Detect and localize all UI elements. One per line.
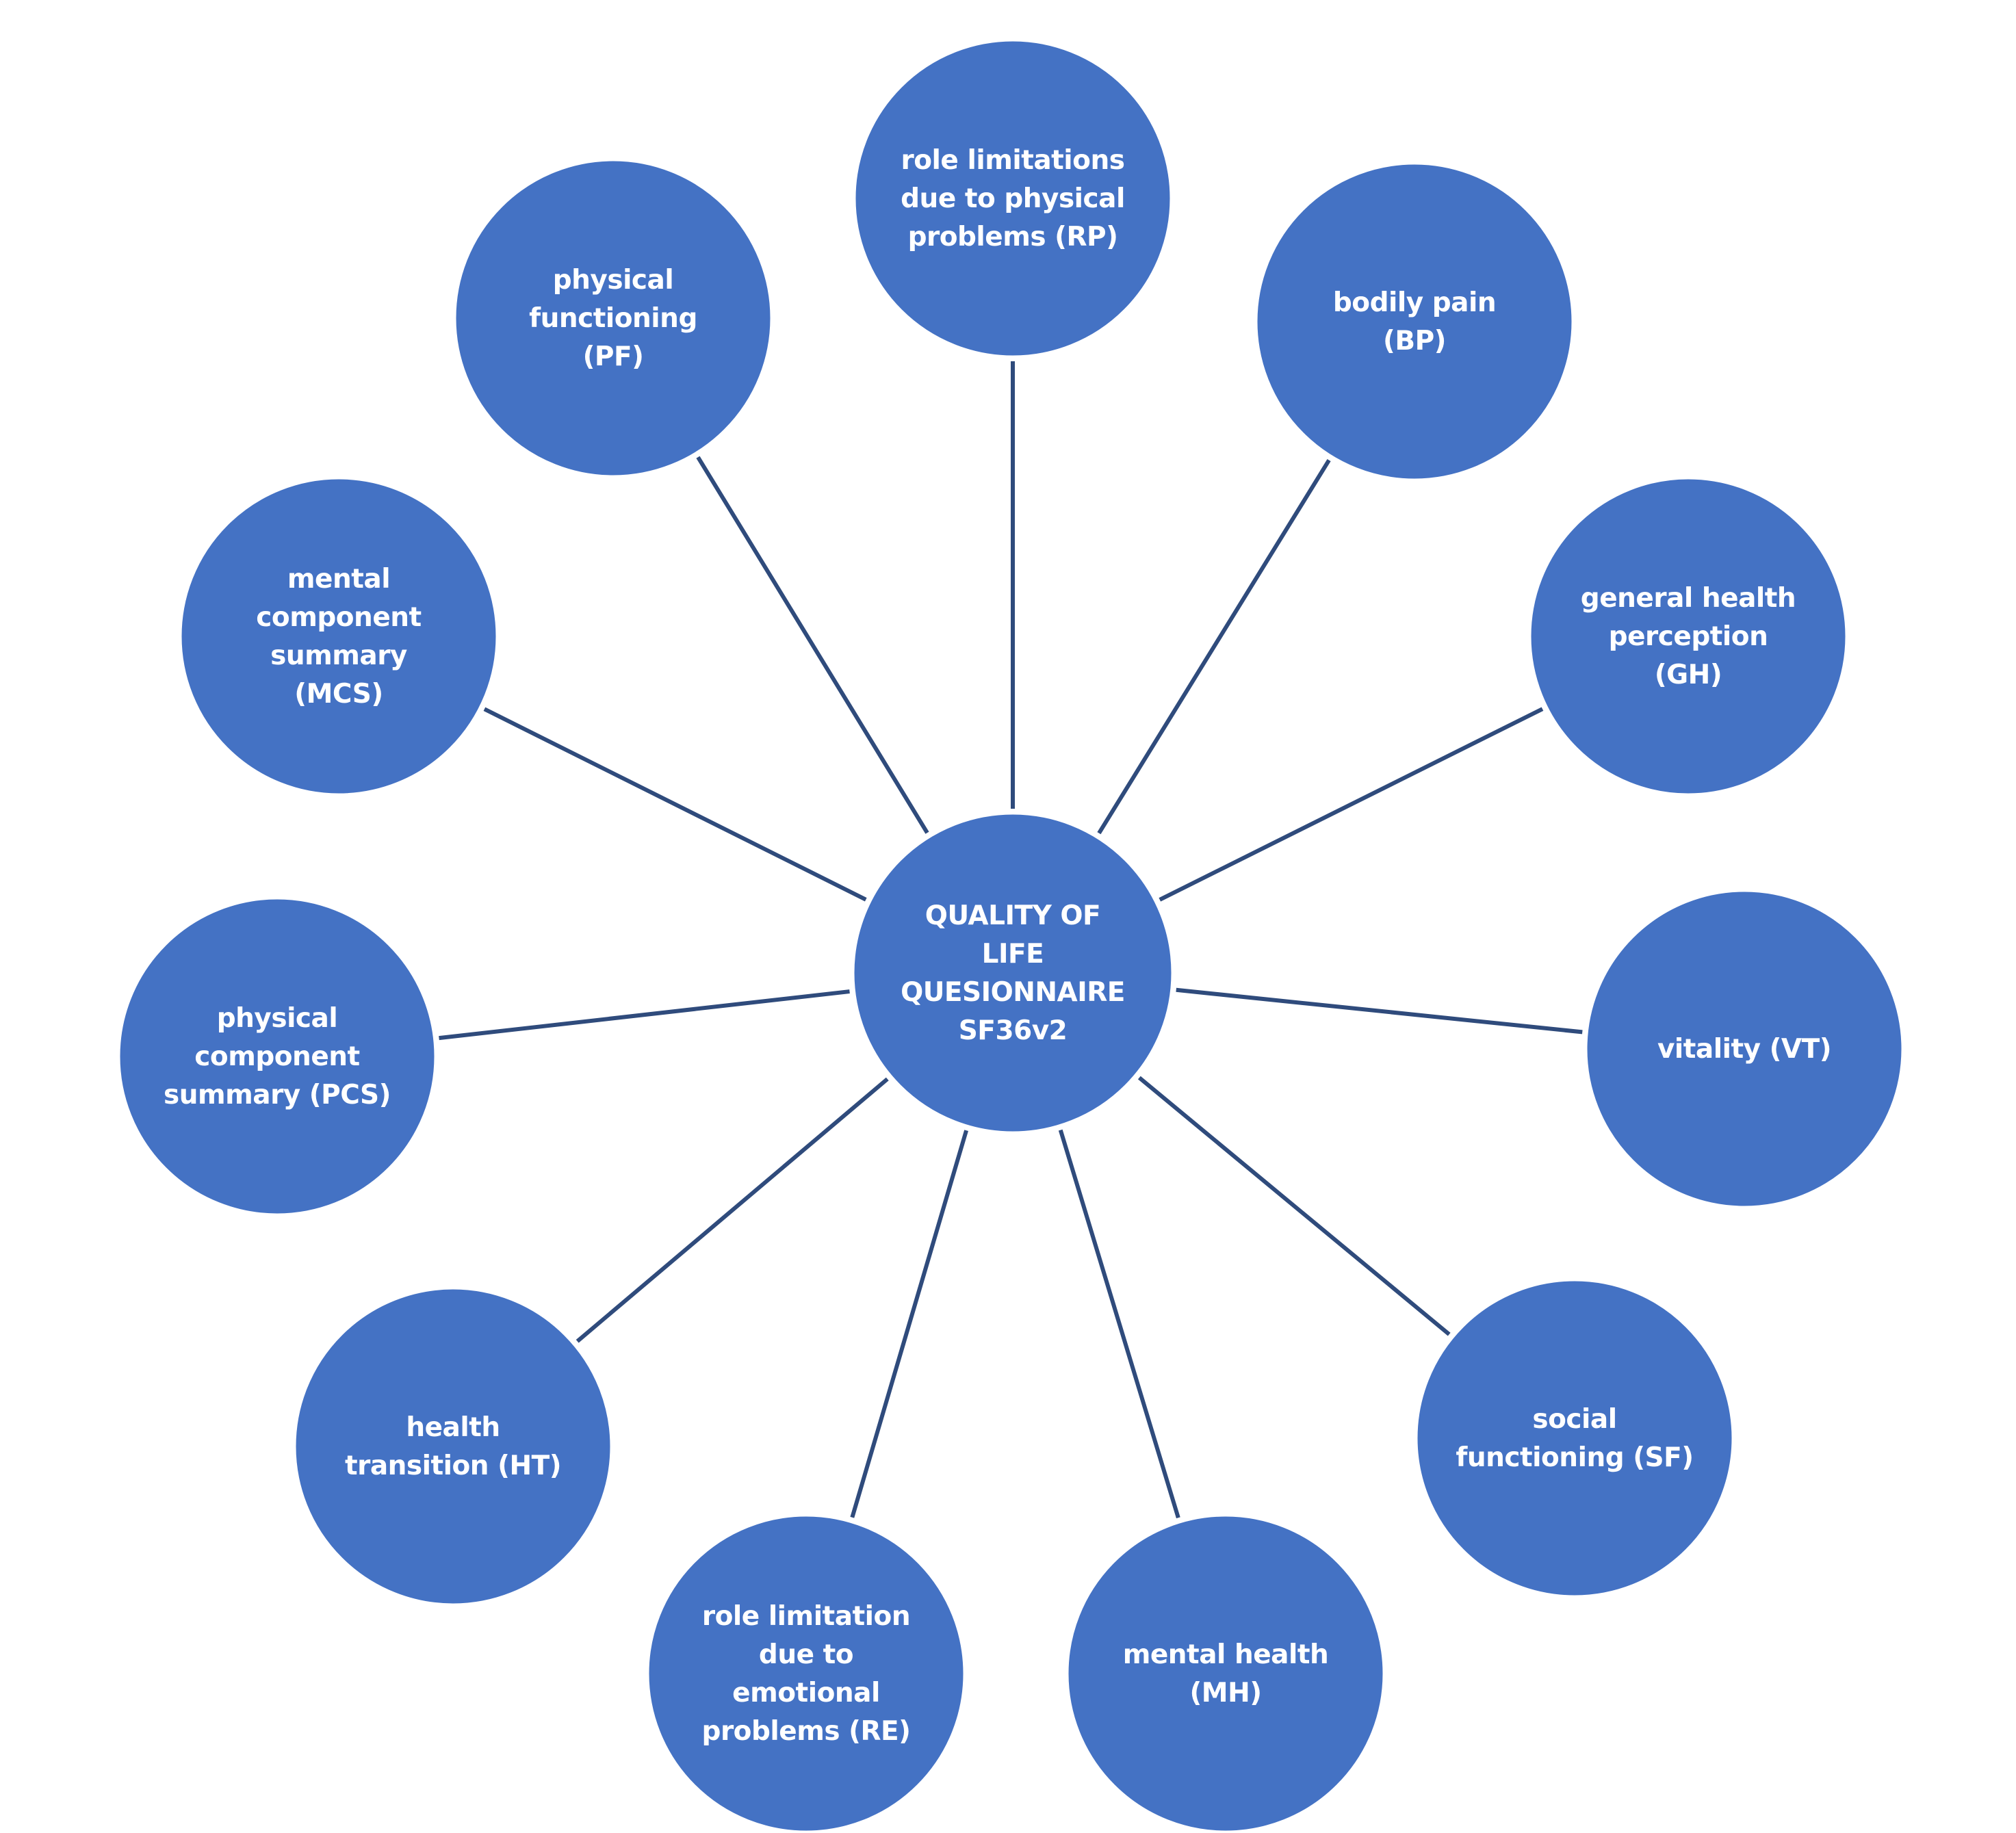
connector-mcs xyxy=(483,707,867,902)
node-label-mcs: (MCS) xyxy=(294,679,383,710)
node-label-gh: (GH) xyxy=(1655,660,1722,690)
node-label-mh: (MH) xyxy=(1189,1678,1261,1708)
node-label-pf: physical xyxy=(553,265,674,296)
node-circle-vt xyxy=(1584,888,1905,1210)
connector-gh xyxy=(1159,707,1544,902)
node-label-sf: functioning (SF) xyxy=(1456,1442,1693,1473)
node-circle-rp xyxy=(852,38,1174,359)
node-label-pf: (PF) xyxy=(583,341,644,372)
node-circle-gh xyxy=(1527,476,1849,797)
node-label-ht: health xyxy=(406,1412,500,1443)
node-label-pcs: component xyxy=(194,1041,359,1072)
node-circle-center xyxy=(851,811,1175,1135)
node-label-mh: mental health xyxy=(1123,1639,1329,1670)
node-label-bp: bodily pain xyxy=(1333,287,1496,318)
node-vt: vitality (VT) xyxy=(1584,888,1905,1210)
node-circle-mh xyxy=(1065,1513,1386,1833)
node-label-center: QUALITY OF xyxy=(925,900,1100,931)
node-label-mcs: summary xyxy=(270,640,407,671)
node-label-re: due to xyxy=(759,1639,853,1670)
node-label-center: SF36v2 xyxy=(959,1015,1068,1046)
node-label-re: emotional xyxy=(732,1678,880,1708)
node-center: QUALITY OF LIFE QUESIONNAIRE SF36v2 xyxy=(851,811,1175,1135)
node-label-gh: general health xyxy=(1581,583,1796,614)
node-label-center: LIFE xyxy=(982,939,1044,970)
node-bp: bodily pain (BP) xyxy=(1254,161,1575,482)
node-ht: health transition (HT) xyxy=(292,1286,614,1607)
node-label-pf: functioning xyxy=(529,303,697,334)
node-circle-sf xyxy=(1414,1277,1735,1599)
connector-mh xyxy=(1058,1129,1180,1519)
node-pf: physical functioning (PF) xyxy=(452,157,774,479)
node-label-mcs: component xyxy=(256,602,421,633)
node-label-rp: problems (RP) xyxy=(908,222,1118,252)
connector-bp xyxy=(1097,459,1331,835)
node-mh: mental health (MH) xyxy=(1065,1513,1386,1833)
node-label-sf: social xyxy=(1532,1404,1616,1435)
node-re: role limitation due to emotional problems (… xyxy=(645,1513,967,1833)
node-circle-re xyxy=(645,1513,967,1833)
connector-pcs xyxy=(439,989,850,1041)
node-rp: role limitations due to physical problems … xyxy=(852,38,1174,359)
node-mcs: mental component summary (MCS) xyxy=(178,476,500,797)
node-label-bp: (BP) xyxy=(1383,326,1446,356)
node-circle-bp xyxy=(1254,161,1575,482)
node-gh: general health perception (GH) xyxy=(1527,476,1849,797)
node-label-re: role limitation xyxy=(702,1601,910,1632)
node-sf: social functioning (SF) xyxy=(1414,1277,1735,1599)
nodes: role limitations due to physical problems … xyxy=(116,38,1905,1833)
node-label-center: QUESIONNAIRE xyxy=(901,977,1125,1008)
node-pcs: physical component summary (PCS) xyxy=(116,896,438,1217)
node-circle-pf xyxy=(452,157,774,479)
connector-ht xyxy=(576,1077,889,1343)
node-label-rp: due to physical xyxy=(901,183,1125,214)
node-label-vt: vitality (VT) xyxy=(1657,1034,1831,1065)
node-label-pcs: physical xyxy=(217,1003,338,1034)
connector-re xyxy=(850,1130,968,1518)
connector-sf xyxy=(1137,1076,1451,1336)
node-circle-ht xyxy=(292,1286,614,1607)
node-label-pcs: summary (PCS) xyxy=(164,1080,391,1110)
node-label-re: problems (RE) xyxy=(702,1716,911,1747)
connector-pf xyxy=(696,456,929,834)
node-label-rp: role limitations xyxy=(901,145,1125,176)
node-label-gh: perception xyxy=(1609,621,1768,652)
node-label-ht: transition (HT) xyxy=(345,1451,561,1481)
node-circle-mcs xyxy=(178,476,500,797)
connector-vt xyxy=(1176,987,1583,1035)
connectors xyxy=(439,361,1583,1519)
node-circle-pcs xyxy=(116,896,438,1217)
node-label-mcs: mental xyxy=(287,564,390,595)
